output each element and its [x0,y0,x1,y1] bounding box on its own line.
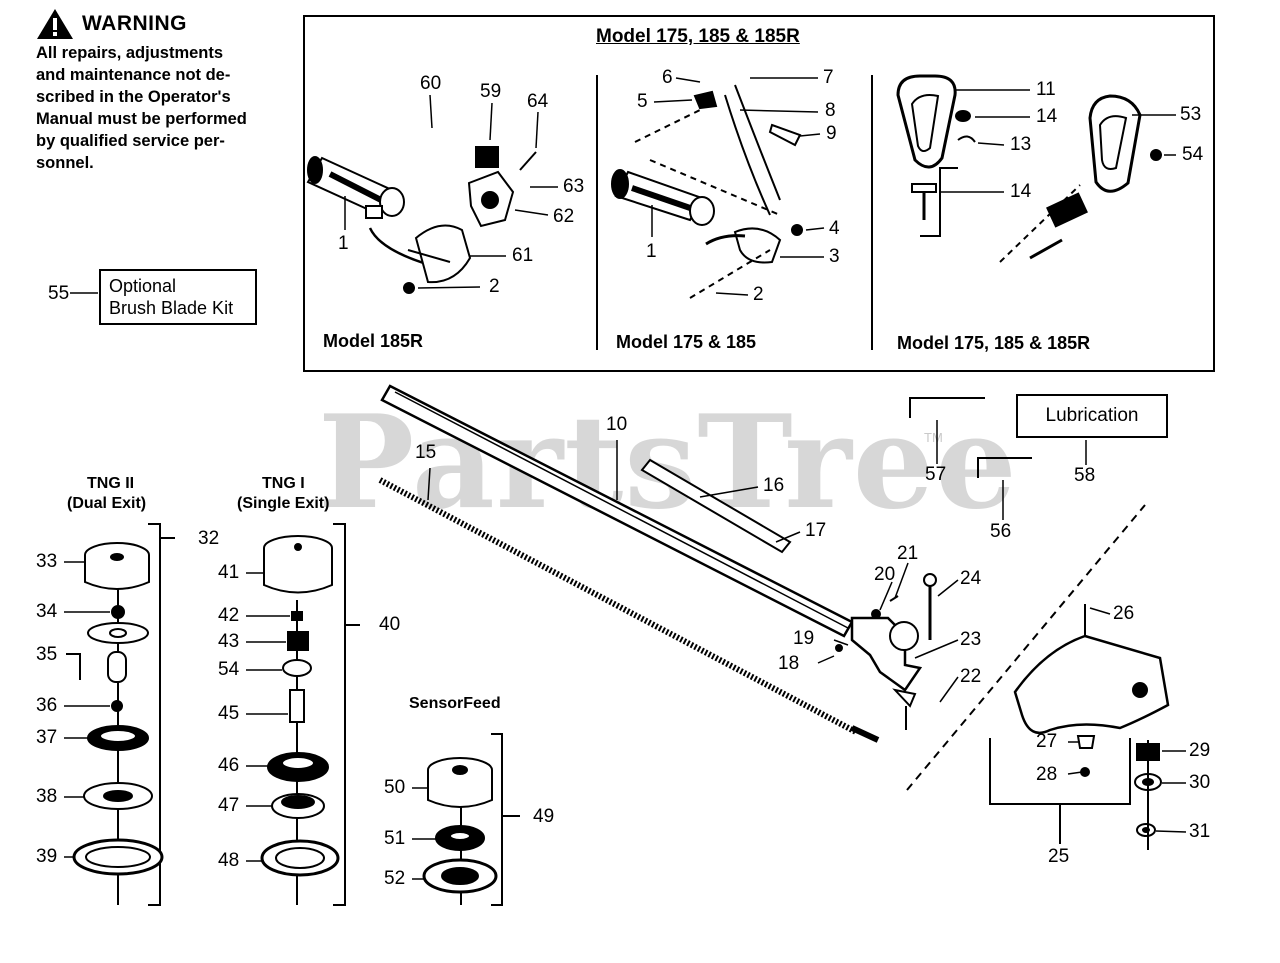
caption-model-185r: Model 185R [323,331,424,351]
caption-model-all: Model 175, 185 & 185R [897,333,1091,353]
callout-25: 25 [1048,846,1070,867]
callout-6: 6 [662,67,673,88]
callout-60: 60 [420,73,442,94]
callout-15: 15 [415,442,437,463]
warning-title: WARNING [82,12,187,35]
callout-4: 4 [829,218,840,239]
callout-34: 34 [36,601,58,622]
callout-2: 2 [489,276,500,297]
tng2-subtitle: (Dual Exit) [67,495,147,512]
warning-line: All repairs, adjustments [36,44,224,62]
warning-line: scribed in the Operator's [36,88,231,106]
callout-54b: 54 [218,659,240,680]
callout-21: 21 [897,543,919,564]
warning-line: and maintenance not de- [36,66,231,84]
warning-line: by qualified service per- [36,132,225,150]
callout-58: 58 [1074,465,1096,486]
callout-10: 10 [606,414,628,435]
callout-54: 54 [1182,144,1204,165]
tng1-subtitle: (Single Exit) [237,495,330,512]
callout-14: 14 [1036,106,1058,127]
callout-7: 7 [823,67,834,88]
callout-53: 53 [1180,104,1202,125]
callout-62: 62 [553,206,575,227]
callout-36: 36 [36,695,58,716]
callout-35: 35 [36,644,58,665]
warning-text: All repairs, adjustments and maintenance… [36,42,296,174]
callout-1b: 1 [646,241,657,262]
handle-loop [896,74,957,169]
callout-1: 1 [338,233,349,254]
callout-63: 63 [563,176,585,197]
callout-18: 18 [778,653,800,674]
callout-5: 5 [637,91,648,112]
handle-53 [1088,94,1142,193]
callout-32: 32 [198,528,220,549]
throttle-tube-185r [306,156,405,217]
callout-56: 56 [990,521,1012,542]
model-panel [303,15,1215,372]
callout-29: 29 [1189,740,1211,761]
callout-52: 52 [384,868,406,889]
callout-3: 3 [829,246,840,267]
callout-47: 47 [218,795,240,816]
callout-42: 42 [218,605,240,626]
lubrication-box: Lubrication [1016,394,1168,438]
callout-51: 51 [384,828,406,849]
warning-triangle-icon [37,9,73,39]
sensorfeed-title: SensorFeed [409,695,501,712]
callout-59: 59 [480,81,502,102]
throttle-tube-175 [611,169,715,226]
callout-55: 55 [48,283,70,304]
callout-14b: 14 [1010,181,1032,202]
optional-kit-line2: Brush Blade Kit [109,298,234,318]
warning-line: sonnel. [36,154,94,172]
callout-8: 8 [825,100,836,121]
callout-11: 11 [1036,79,1056,100]
callout-64: 64 [527,91,549,112]
lubrication-label: Lubrication [1045,405,1139,426]
callout-40: 40 [379,614,401,635]
callout-61: 61 [512,245,534,266]
callout-43: 43 [218,631,240,652]
callout-38: 38 [36,786,58,807]
callout-50: 50 [384,777,406,798]
callout-16: 16 [763,475,785,496]
callout-31: 31 [1189,821,1211,842]
callout-13: 13 [1010,134,1032,155]
warning-line: Manual must be performed [36,110,247,128]
callout-33: 33 [36,551,58,572]
trademark-mark: TM [924,430,943,445]
callout-45: 45 [218,703,240,724]
callout-22: 22 [960,666,982,687]
callout-26: 26 [1113,603,1135,624]
callout-41: 41 [218,562,240,583]
model-panel-heading: Model 175, 185 & 185R [596,26,800,47]
warning-notice: WARNING All repairs, adjustments and mai… [36,8,296,174]
callout-39: 39 [36,846,58,867]
optional-kit-box: Optional Brush Blade Kit [99,269,257,325]
callout-19: 19 [793,628,815,649]
callout-48: 48 [218,850,240,871]
callout-2b: 2 [753,284,764,305]
tng1-title: TNG I [262,475,305,492]
caption-model-175-185: Model 175 & 185 [616,332,757,352]
callout-20: 20 [874,564,896,585]
callout-27: 27 [1036,731,1058,752]
callout-37: 37 [36,727,58,748]
callout-30: 30 [1189,772,1211,793]
optional-kit-line1: Optional [109,276,177,296]
callout-28: 28 [1036,764,1058,785]
callout-49: 49 [533,806,555,827]
callout-24: 24 [960,568,982,589]
callout-57: 57 [925,464,947,485]
callout-23: 23 [960,629,982,650]
callout-17: 17 [805,520,827,541]
tng2-title: TNG II [87,475,135,492]
callout-9: 9 [826,123,837,144]
callout-46: 46 [218,755,240,776]
